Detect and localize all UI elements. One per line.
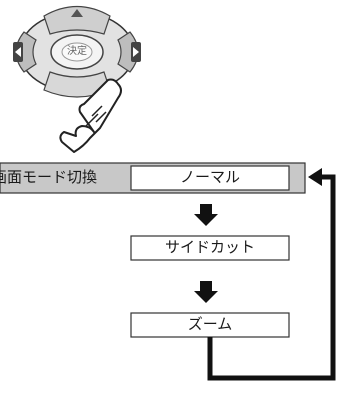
down-arrow-icon — [194, 204, 218, 226]
dpad-left-icon — [15, 47, 21, 57]
dpad-right-icon — [133, 47, 139, 57]
step-label-normal: ノーマル — [179, 168, 240, 186]
dpad-up-button — [43, 6, 111, 35]
step-box-sidecut — [130, 235, 290, 261]
left-arrow-icon — [308, 168, 322, 186]
step-box-normal — [130, 165, 290, 191]
mode-switch-label: 画面モード切換 — [0, 168, 98, 186]
loop-back-line — [207, 174, 336, 381]
step-box-zoom — [130, 312, 290, 338]
hand-finger-lines — [85, 105, 107, 127]
remote-dpad — [13, 6, 141, 153]
step-label-zoom: ズーム — [187, 315, 233, 333]
down-arrow-icon — [194, 281, 218, 303]
enter-button-label: 決定 — [67, 46, 87, 57]
step-label-sidecut: サイドカット — [164, 238, 255, 256]
dpad-up-icon — [71, 9, 83, 17]
enter-button-inner — [61, 42, 93, 62]
pointing-hand-icon — [59, 78, 122, 153]
